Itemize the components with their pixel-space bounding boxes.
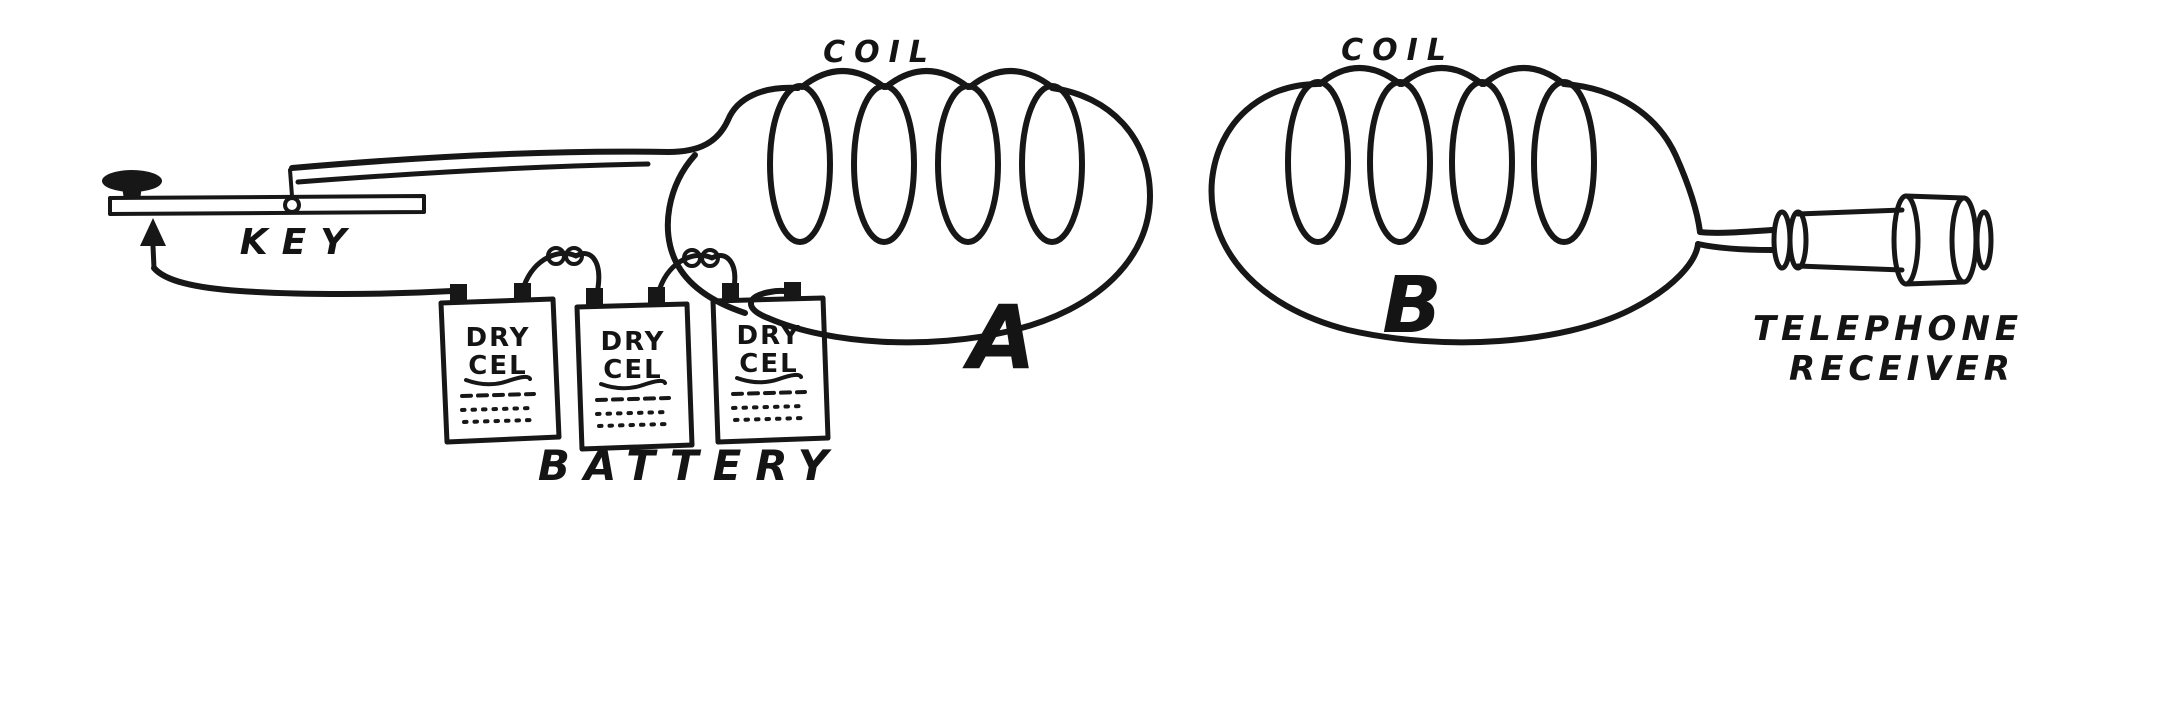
wire-segment-lower [295,161,651,185]
circuit-a-label: A [962,286,1036,389]
jumper-1-wire [521,250,602,291]
coil-a-label: COIL [823,35,937,70]
dry-cell-1: DRY CEL [438,283,562,445]
coil-a-top-arc-3 [967,68,1055,90]
coil-b [1208,65,1703,346]
dry-cell-1-fill-line-3 [462,418,534,424]
dry-cell-1-fill-line-2 [460,406,536,412]
key-connector [288,168,294,198]
arrow-up-icon [140,218,166,246]
receiver-body-top [1795,207,1905,217]
receiver-cap-bottom [1903,279,1967,287]
dry-cell-3: DRY CEL [710,282,831,445]
receiver-body-bottom [1795,263,1905,273]
coil-b-turn-3 [1449,79,1515,245]
coil-b-top-arc-2 [1399,65,1485,87]
dry-cell-3-underline [735,372,803,385]
dry-cell-1-terminal-left [450,284,467,303]
coil-b-turn-4 [1531,79,1597,245]
dry-cell-2-fill-line-3 [597,422,669,428]
coil-b-envelope [1208,81,1701,346]
battery: DRY CEL DRY CEL [438,246,831,452]
key-pivot [283,196,301,214]
receiver-lead-lower [1695,241,1775,253]
dry-cell-2-terminal-left [586,288,603,307]
coil-a-turn-1 [767,83,833,245]
wire-segment-upper [289,84,801,171]
wire-segment-return [151,265,455,297]
receiver-cap-right [1949,195,1979,285]
dry-cell-3-fill-line-3 [733,416,805,422]
dry-cell-1-label-line2: CEL [468,351,527,381]
coil-b-turn-2 [1367,79,1433,245]
wire-coil-b-to-receiver [1695,227,1775,253]
dry-cell-3-fill-line-1 [731,390,807,396]
receiver-cap-left [1891,193,1921,287]
dry-cell-1-underline [464,374,532,387]
dry-cell-3-terminal-right [784,282,801,301]
receiver-flange-2 [1787,209,1809,271]
dry-cell-2-terminal-right [648,287,665,306]
dry-cell-2-underline [599,378,667,391]
dry-cell-2: DRY CEL [574,287,695,452]
labels: COIL COIL KEY BATTERY A B TELEPHONE RECE… [240,33,2023,490]
receiver-lead-upper [1697,227,1775,236]
primary-circuit: DRY CEL DRY CEL [102,68,1153,452]
coil-a-envelope-right [765,85,1153,346]
key-lever [108,194,426,216]
telephone-receiver-label-line1: TELEPHONE [1753,309,2023,349]
coil-a-top-arc-2 [883,68,971,90]
circuit-b-label: B [1382,261,1441,351]
coil-a-turn-3 [935,83,1001,245]
dry-cell-1-terminal-right [514,283,531,302]
coil-a-turn-2 [851,83,917,245]
dry-cell-3-label-line2: CEL [739,349,798,379]
key-label: KEY [240,222,361,263]
secondary-circuit [1208,65,1994,346]
dry-cell-1-label-line1: DRY [465,323,530,353]
coil-b-top-arc-1 [1317,65,1403,87]
dry-cell-2-fill-line-2 [595,410,671,416]
wire-battery-to-key [140,218,455,297]
telephone-receiver [1771,193,1994,287]
receiver-cap-top [1903,193,1967,201]
jumper-1-curl-2 [564,246,584,266]
dry-cell-1-fill-line-1 [460,392,536,398]
receiver-end-nub [1974,209,1994,271]
wire-key-to-coil-a [289,84,801,185]
dry-cell-3-fill-line-2 [731,404,807,410]
coil-a [664,68,1153,346]
jumper-2-wire [657,252,738,291]
dry-cell-2-label-line1: DRY [600,327,665,357]
jumper-2-curl-2 [700,248,720,268]
dry-cell-2-label-line2: CEL [603,355,662,385]
coil-b-exit-turn [1561,81,1703,235]
key-knob-icon [102,170,162,192]
coil-a-turn-4 [1019,83,1085,245]
battery-jumper-1 [521,246,602,291]
coil-b-label: COIL [1341,33,1455,68]
arrow-shaft [150,243,157,271]
coil-a-top-arc-1 [799,68,887,90]
dry-cell-3-label-line1: DRY [736,321,801,351]
battery-label: BATTERY [538,441,842,490]
telegraph-key [102,168,426,216]
coil-b-top-arc-3 [1481,65,1567,87]
telephone-receiver-label-line2: RECEIVER [1789,349,2015,389]
battery-jumper-2 [657,248,738,291]
coil-b-turn-1 [1285,79,1351,245]
dry-cell-2-fill-line-1 [595,396,671,402]
